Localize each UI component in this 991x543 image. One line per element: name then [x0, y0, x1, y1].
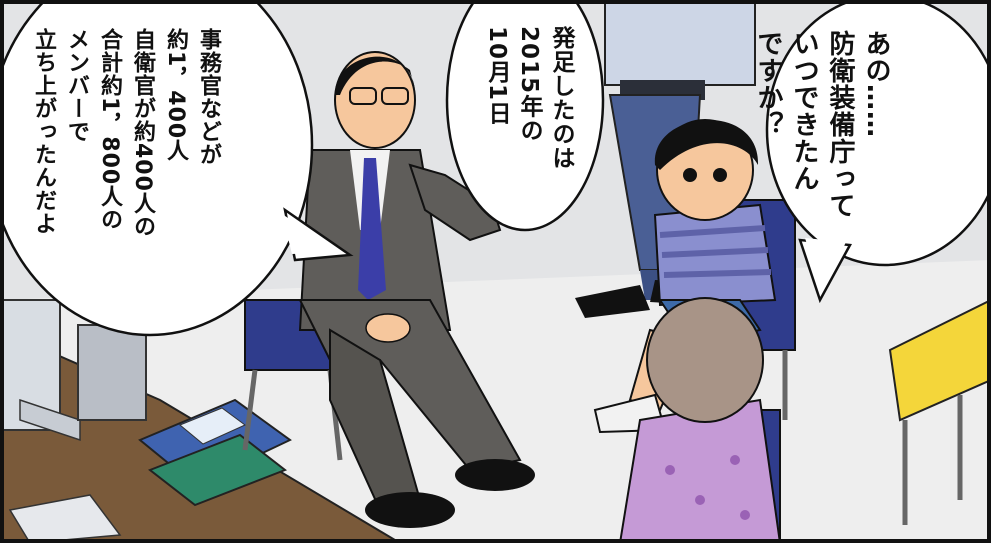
man-in-suit [298, 51, 535, 528]
speech-bubble-members [0, 0, 354, 337]
members-line: 約1，400人 [163, 28, 188, 163]
question-text: あの…… 防衛装備庁って いつできたん ですか？ [753, 30, 891, 219]
girl-hair [646, 297, 764, 423]
founding-date-text: 発足したのは 2015年の 10月1日 [484, 26, 574, 170]
question-line: 防衛装備庁って [825, 30, 855, 219]
yellow-table [888, 298, 991, 525]
glasses [349, 87, 377, 105]
office-desk [0, 299, 402, 543]
question-line: あの…… [861, 30, 891, 138]
black-shoe [365, 492, 455, 528]
speech-bubble-date [445, 0, 605, 232]
members-line: 自衛官が約400人の [130, 28, 155, 238]
members-line: 事務官などが [196, 28, 221, 166]
date-line: 10月1日 [484, 26, 510, 126]
question-line: いつできたん [789, 30, 819, 192]
black-shoe [455, 459, 535, 491]
necktie [358, 158, 386, 300]
date-line: 2015年の [516, 26, 542, 143]
boy-hair [654, 119, 759, 170]
speech-bubble-question [765, 0, 991, 304]
date-line: 発足したのは [548, 26, 574, 170]
question-line: ですか？ [753, 30, 783, 138]
members-line: 立ち上がったんだよ [31, 28, 56, 235]
man-hair [335, 56, 415, 95]
green-book [147, 433, 288, 507]
members-text: 事務官などが 約1，400人 自衛官が約400人の 合計約1，800人の メンバ… [30, 28, 222, 238]
girl [618, 297, 782, 543]
members-line: 合計約1，800人の [97, 28, 122, 232]
keyboard [8, 494, 122, 543]
black-shoe [575, 285, 650, 318]
computer-tower [77, 324, 147, 421]
members-line: メンバーで [64, 28, 89, 143]
